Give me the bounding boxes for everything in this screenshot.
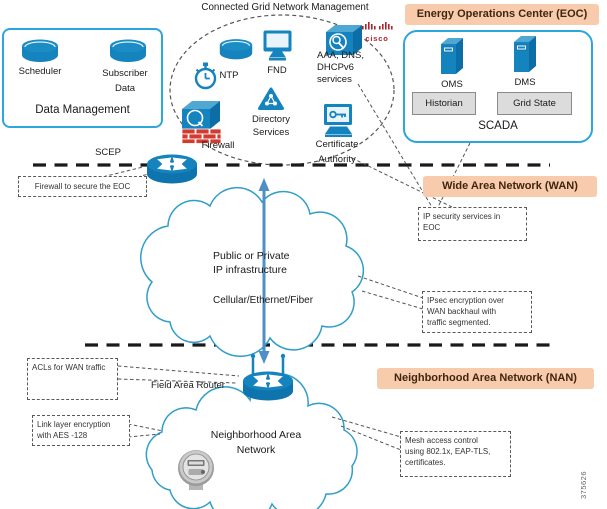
annotation-acls: ACLs for WAN traffic bbox=[27, 358, 118, 400]
certificate-authority-icon bbox=[322, 103, 354, 144]
fnd-monitor-icon bbox=[262, 29, 293, 66]
wan-cloud-title: Public or Private IP infrastructure bbox=[213, 249, 343, 277]
annotation-ip-security: IP security services in EOC bbox=[418, 207, 527, 241]
aaa-services-label: AAA, DNS, DHCPv6 services bbox=[317, 50, 364, 85]
data-management-title: Data Management bbox=[35, 104, 130, 116]
aaa-services-icon bbox=[324, 23, 364, 62]
wan-cloud-line3: Cellular/Ethernet/Fiber bbox=[213, 295, 314, 306]
nan-cloud-label: Neighborhood Area Network bbox=[210, 429, 302, 456]
subscriber-database-icon bbox=[108, 38, 148, 69]
firewall-label: Firewall bbox=[201, 140, 235, 151]
figure-number: 375626 bbox=[579, 470, 588, 499]
data-management-box bbox=[2, 28, 163, 128]
ntp-stopwatch-icon bbox=[192, 62, 219, 95]
certificate-authority-label: Certificate Authority bbox=[315, 139, 359, 165]
diagram-title: Connected Grid Network Management bbox=[201, 2, 369, 13]
directory-services-icon bbox=[258, 87, 284, 116]
wan-router-icon bbox=[144, 150, 200, 193]
annotation-mesh: Mesh access control using 802.1x, EAP-TL… bbox=[400, 431, 511, 477]
directory-services-label: Directory Services bbox=[251, 114, 290, 138]
wan-banner: Wide Area Network (WAN) bbox=[423, 176, 597, 197]
scep-label: SCEP bbox=[95, 147, 121, 158]
firewall-icon bbox=[180, 99, 223, 149]
cisco-logo-text: cisco bbox=[365, 34, 389, 43]
annotation-ipsec: IPsec encryption over WAN backhaul with … bbox=[422, 291, 532, 333]
wan-cloud-line1: Public or Private bbox=[213, 250, 290, 262]
cgnm-database-icon bbox=[218, 37, 254, 67]
nan-banner: Neighborhood Area Network (NAN) bbox=[377, 368, 594, 389]
eoc-banner: Energy Operations Center (EOC) bbox=[405, 4, 599, 25]
cisco-logo-icon: cisco bbox=[360, 17, 394, 43]
scada-box bbox=[403, 30, 593, 143]
historian-chip: Historian bbox=[412, 92, 476, 115]
annotation-link-layer: Link layer encryption with AES -128 bbox=[32, 415, 130, 446]
annotation-pointer-lines bbox=[85, 83, 471, 451]
wan-cloud-shape bbox=[140, 186, 365, 358]
field-area-router-icon bbox=[238, 352, 298, 411]
grid-state-chip: Grid State bbox=[497, 92, 572, 115]
dms-label: DMS bbox=[514, 77, 536, 88]
field-area-router-label: Field Area Router bbox=[151, 380, 225, 391]
scada-title: SCADA bbox=[478, 120, 518, 132]
annotation-firewall-eoc: Firewall to secure the EOC bbox=[18, 176, 147, 197]
scheduler-label: Scheduler bbox=[18, 66, 62, 77]
fnd-label: FND bbox=[267, 65, 287, 76]
subscriber-data-label: Subscriber Data bbox=[102, 68, 148, 94]
oms-server-icon bbox=[439, 36, 465, 81]
backhaul-arrow bbox=[258, 178, 270, 364]
wan-cloud-line2: IP infrastructure bbox=[213, 264, 287, 276]
ntp-label: NTP bbox=[219, 70, 239, 81]
oms-label: OMS bbox=[441, 79, 463, 90]
dms-server-icon bbox=[512, 34, 538, 79]
smart-meter-icon bbox=[177, 447, 215, 496]
scheduler-database-icon bbox=[20, 38, 60, 69]
